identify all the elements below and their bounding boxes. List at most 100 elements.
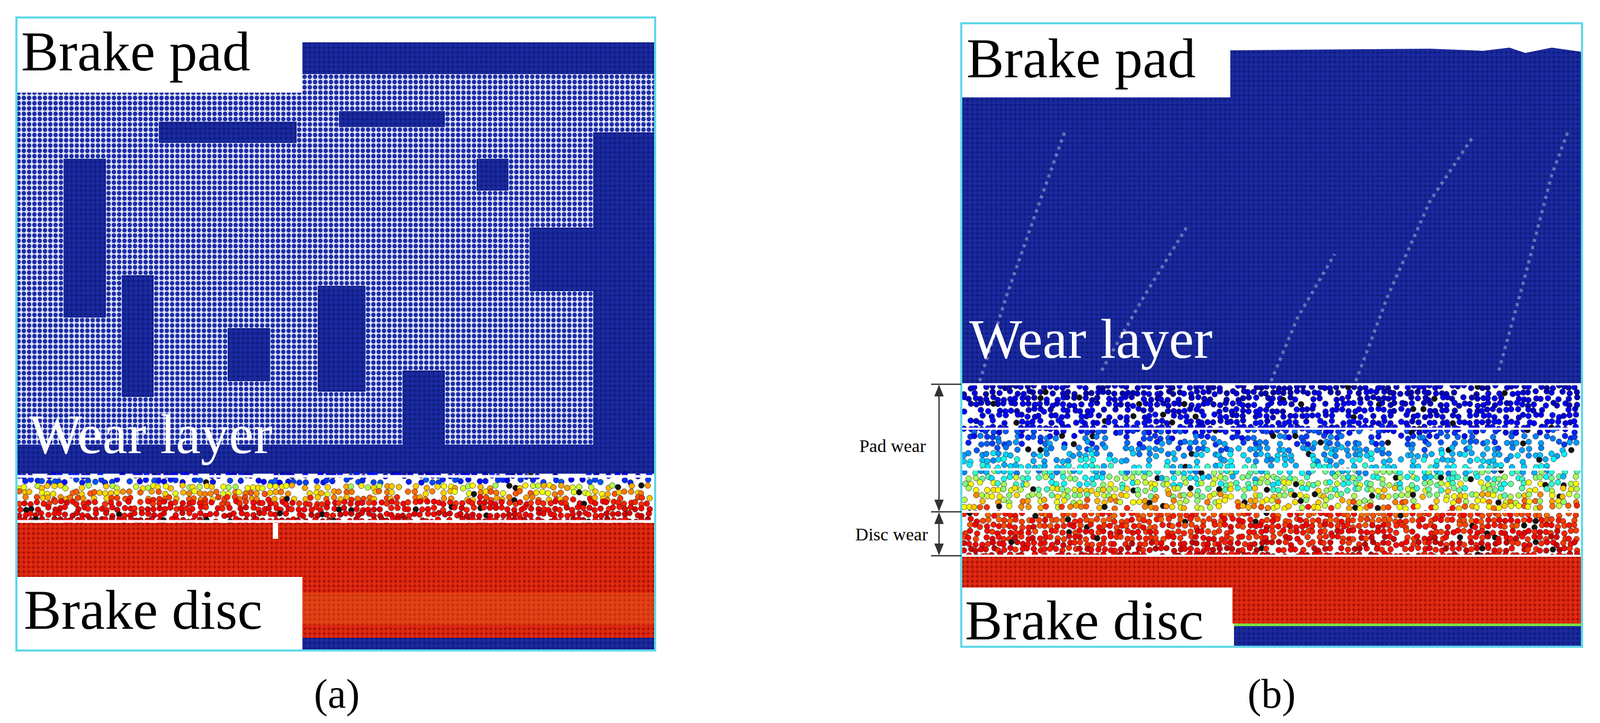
particle: [179, 483, 186, 489]
particle: [278, 489, 284, 496]
particle: [329, 513, 336, 520]
particle: [431, 498, 437, 505]
particle: [1007, 452, 1014, 459]
particle: [1495, 445, 1502, 452]
particle: [632, 506, 639, 513]
particle: [1042, 389, 1049, 396]
particle: [376, 488, 382, 495]
particle: [180, 489, 187, 496]
particle: [990, 429, 997, 436]
particle: [1368, 388, 1374, 395]
particle: [632, 499, 639, 506]
particle: [33, 499, 40, 506]
particle: [1165, 451, 1172, 458]
particle: [230, 511, 237, 517]
particle: [1565, 385, 1572, 391]
particle: [1200, 440, 1207, 446]
particle: [1037, 395, 1044, 402]
particle: [51, 483, 58, 490]
particle: [1549, 412, 1556, 419]
particle: [1228, 458, 1235, 465]
particle: [646, 511, 652, 517]
particle: [996, 430, 1003, 436]
particle: [1245, 389, 1251, 396]
particle: [429, 479, 436, 486]
particle: [1363, 447, 1370, 453]
particle: [1521, 433, 1528, 440]
particle: [1160, 412, 1167, 418]
particle: [347, 501, 354, 507]
particle: [1303, 433, 1310, 440]
particle: [1525, 452, 1532, 459]
particle: [1356, 457, 1363, 463]
particle: [1240, 417, 1247, 424]
particle: [1292, 413, 1299, 420]
particle: [1093, 451, 1100, 458]
particle: [1496, 452, 1503, 459]
particle: [1571, 434, 1578, 441]
particle: [1037, 401, 1043, 408]
particle: [17, 507, 24, 514]
panel-a: [16, 17, 656, 651]
particle: [1387, 413, 1394, 419]
particle: [1088, 441, 1095, 448]
particle: [1292, 462, 1299, 469]
particle: [1352, 445, 1358, 452]
particle: [1561, 441, 1568, 448]
particle: [1018, 412, 1025, 418]
particle: [1240, 408, 1247, 415]
particle: [243, 498, 249, 505]
particle: [1000, 400, 1007, 407]
particle: [1560, 413, 1567, 419]
particle: [1280, 447, 1287, 454]
particle: [276, 510, 283, 517]
particle: [1310, 462, 1317, 469]
particle: [621, 488, 628, 495]
particle: [1315, 412, 1321, 419]
particle: [1256, 412, 1263, 419]
particle: [1247, 446, 1254, 453]
particle: [1234, 419, 1240, 426]
particle: [1473, 439, 1480, 445]
particle: [1333, 407, 1340, 414]
particle: [506, 483, 513, 489]
particle: [39, 478, 46, 485]
particle: [1025, 407, 1032, 414]
particle: [1129, 394, 1135, 401]
particle: [1355, 420, 1362, 427]
particle: [1112, 458, 1119, 464]
particle: [1165, 408, 1172, 415]
particle: [1328, 418, 1335, 425]
particle: [1071, 395, 1078, 401]
particle: [1381, 459, 1388, 466]
particle: [1148, 407, 1155, 414]
particle: [172, 477, 179, 484]
particle: [639, 495, 646, 502]
particle: [172, 499, 178, 506]
particle: [1140, 436, 1147, 443]
particle: [1251, 402, 1258, 409]
particle: [1193, 433, 1200, 440]
particle: [971, 390, 978, 397]
particle: [1381, 389, 1388, 396]
particle: [1268, 400, 1275, 407]
particle: [968, 400, 974, 407]
particle: [197, 477, 203, 484]
particle: [45, 512, 52, 518]
particle: [1456, 403, 1463, 409]
particle: [190, 499, 196, 506]
particle: [1479, 419, 1486, 426]
particle: [405, 479, 412, 486]
particle: [79, 479, 86, 486]
particle: [1333, 397, 1340, 404]
particle: [296, 501, 302, 507]
particle: [979, 413, 986, 419]
particle: [1440, 456, 1446, 463]
particle: [225, 485, 232, 491]
particle: [441, 483, 448, 490]
particle: [1083, 463, 1089, 470]
particle: [1070, 441, 1077, 448]
particle: [983, 451, 990, 458]
particle: [1514, 420, 1521, 427]
particle: [1288, 401, 1295, 408]
